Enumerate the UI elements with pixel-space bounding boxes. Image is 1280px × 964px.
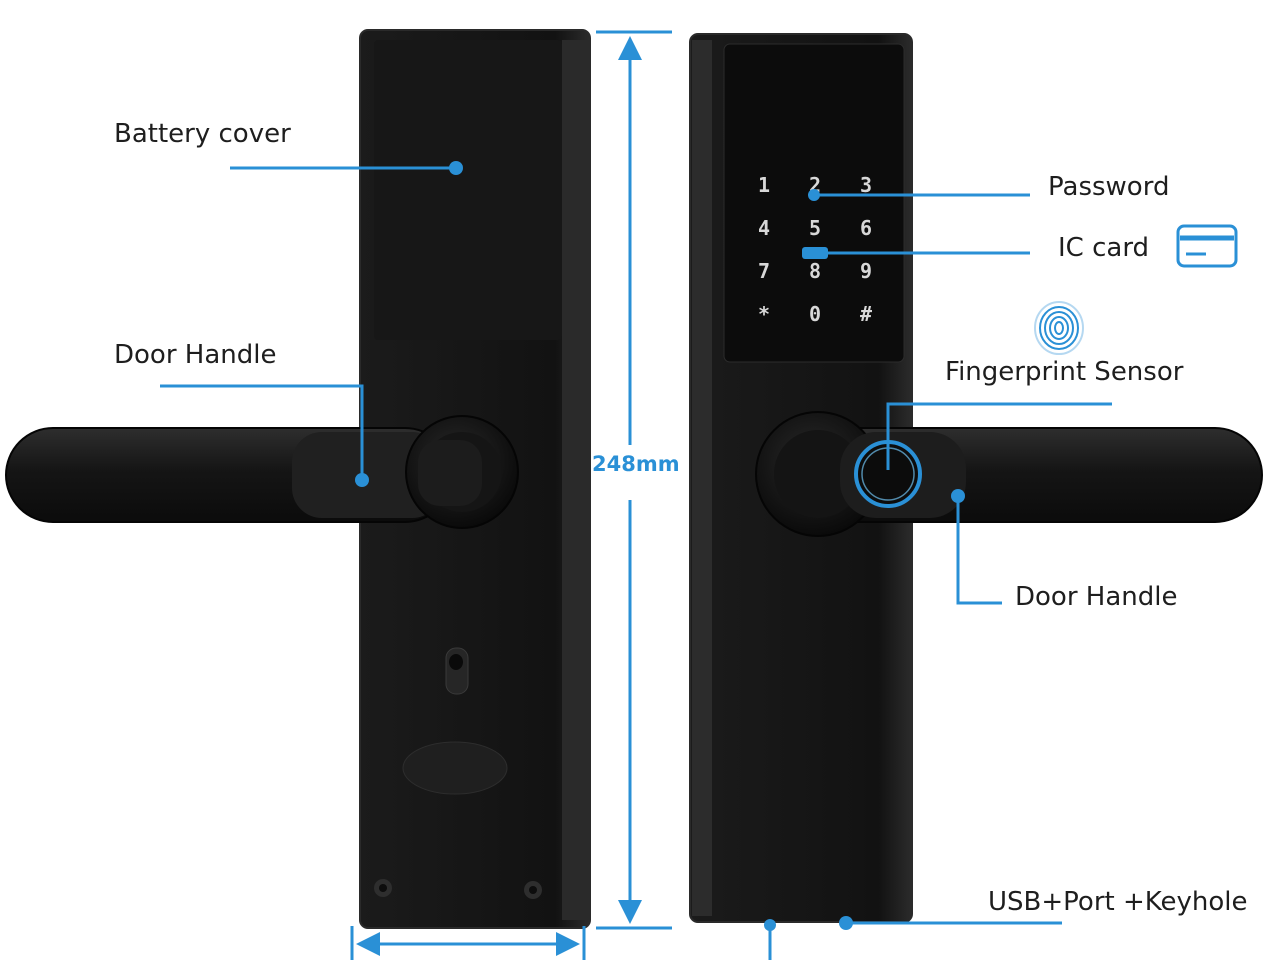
keypad-key[interactable]: 0 [809, 302, 821, 326]
inner-handle[interactable] [5, 415, 519, 529]
fingerprint-sensor-label: Fingerprint Sensor [945, 357, 1184, 387]
outer-handle[interactable] [755, 411, 1263, 537]
height-dimension-label: 248mm [592, 452, 680, 477]
keypad-key[interactable]: 7 [758, 259, 770, 283]
keypad-key[interactable]: 5 [809, 216, 821, 240]
keypad-key[interactable]: 6 [860, 216, 872, 240]
keypad-key[interactable]: 1 [758, 173, 770, 197]
card-icon [1176, 224, 1238, 268]
door-handle-right-label: Door Handle [1015, 582, 1178, 612]
dimension-lines [350, 30, 672, 960]
keypad-key[interactable]: * [758, 302, 770, 326]
dimension-arrowheads [356, 36, 642, 956]
keypad-panel[interactable] [723, 43, 905, 363]
battery-cover-label: Battery cover [114, 119, 291, 149]
keypad-key[interactable]: # [860, 302, 872, 326]
callout-dots [355, 161, 965, 931]
usb-port-keyhole-label: USB+Port +Keyhole [988, 887, 1248, 917]
ic-card-label: IC card [1058, 233, 1150, 263]
oval-emboss [402, 741, 508, 795]
password-label: Password [1048, 172, 1170, 202]
battery-cover [374, 40, 562, 340]
fingerprint-icon [1034, 301, 1084, 355]
keypad-key[interactable]: 3 [860, 173, 872, 197]
keypad-key[interactable]: 9 [860, 259, 872, 283]
keypad-key[interactable]: 4 [758, 216, 770, 240]
callout-lines [160, 166, 1112, 960]
door-handle-left-label: Door Handle [114, 340, 277, 370]
keypad-key[interactable]: 8 [809, 259, 821, 283]
